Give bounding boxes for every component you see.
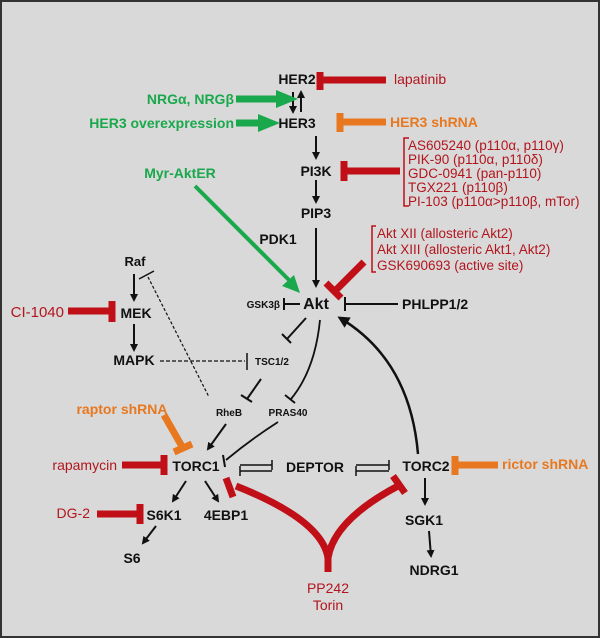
node-torc1: TORC1 bbox=[172, 458, 219, 474]
label-her3-shrna: HER3 shRNA bbox=[390, 114, 478, 130]
inhibit-pras40-torc1 bbox=[222, 421, 279, 468]
node-deptor: DEPTOR bbox=[286, 459, 344, 475]
arrow-myr-akter bbox=[193, 184, 300, 293]
pi3k-inhibitor-item: PIK-90 (p110α, p110δ) bbox=[408, 152, 543, 167]
label-pp242: PP242 bbox=[307, 580, 349, 596]
node-s6: S6 bbox=[123, 550, 140, 566]
arrow-her3-overexpression bbox=[236, 114, 280, 132]
inhibit-tsc-rheb bbox=[240, 378, 262, 403]
label-rapamycin: rapamycin bbox=[52, 457, 117, 473]
akt-inhibitor-list: Akt XII (allosteric Akt2) Akt XIII (allo… bbox=[377, 226, 550, 273]
node-tsc: TSC1/2 bbox=[255, 357, 289, 368]
inhibitor-her3-shrna bbox=[336, 113, 386, 132]
akt-inhibitor-item: Akt XIII (allosteric Akt1, Akt2) bbox=[377, 242, 550, 257]
inhibitor-pp242-torin bbox=[222, 473, 408, 572]
pi3k-inhibitor-item: GDC-0941 (pan-p110) bbox=[408, 166, 541, 181]
inhibitor-rictor-shrna bbox=[451, 456, 498, 475]
inhibit-deptor-torc2 bbox=[355, 460, 390, 476]
node-pip3: PIP3 bbox=[301, 205, 332, 221]
node-rheb: RheB bbox=[216, 408, 242, 419]
label-myr-akter: Myr-AktER bbox=[144, 165, 216, 181]
inhibit-phlpp-akt bbox=[344, 297, 398, 311]
inhibitor-pi3k bbox=[340, 161, 400, 181]
node-akt: Akt bbox=[303, 296, 329, 313]
inhibit-torc1-deptor bbox=[239, 460, 273, 476]
pi3k-inhibitor-item: TGX221 (p110β) bbox=[408, 180, 508, 195]
arrow-nrg bbox=[236, 90, 298, 108]
node-pdk1: PDK1 bbox=[259, 231, 297, 247]
node-her3: HER3 bbox=[278, 115, 316, 131]
arrow-torc1-4ebp1 bbox=[204, 480, 220, 503]
bracket-akt-list bbox=[371, 225, 376, 273]
node-her2: HER2 bbox=[278, 71, 316, 87]
node-torc2: TORC2 bbox=[402, 458, 449, 474]
node-mapk: MAPK bbox=[113, 352, 154, 368]
label-ci1040: CI-1040 bbox=[11, 304, 64, 321]
label-dg2: DG-2 bbox=[57, 505, 91, 521]
node-pras40: PRAS40 bbox=[269, 408, 308, 419]
node-sgk1: SGK1 bbox=[405, 512, 443, 528]
inhibit-mapk-tsc bbox=[160, 353, 248, 370]
inhibitor-raptor-shrna bbox=[160, 413, 194, 456]
inhibitor-akt bbox=[323, 259, 367, 301]
pi3k-inhibitor-list: AS605240 (p110α, p110γ) PIK-90 (p110α, p… bbox=[408, 138, 580, 209]
inhibit-rheb-raf bbox=[138, 270, 210, 398]
node-mek: MEK bbox=[120, 305, 151, 321]
arrow-torc2-akt bbox=[337, 316, 420, 455]
pi3k-inhibitor-item: AS605240 (p110α, p110γ) bbox=[408, 138, 564, 153]
inhibit-akt-pras40 bbox=[284, 319, 321, 404]
bracket-pi3k-list bbox=[403, 137, 409, 207]
inhibitor-rapamycin bbox=[122, 455, 168, 475]
inhibitor-lapatinib bbox=[316, 72, 386, 90]
akt-inhibitor-item: GSK690693 (active site) bbox=[377, 258, 523, 273]
label-torin: Torin bbox=[313, 597, 343, 613]
node-ndrg1: NDRG1 bbox=[409, 562, 458, 578]
label-her3-overexpression: HER3 overexpression bbox=[89, 115, 234, 131]
inhibitor-dg2 bbox=[97, 504, 144, 524]
label-raptor-shrna: raptor shRNA bbox=[76, 401, 167, 417]
label-nrg: NRGα, NRGβ bbox=[147, 91, 235, 107]
inhibit-akt-gsk3b bbox=[283, 298, 300, 310]
inhibit-akt-tsc bbox=[281, 317, 307, 344]
label-lapatinib: lapatinib bbox=[394, 71, 446, 87]
node-4ebp1: 4EBP1 bbox=[204, 507, 249, 523]
arrow-sgk1-ndrg1 bbox=[426, 530, 435, 558]
arrow-rheb-torc1 bbox=[206, 423, 227, 451]
pi3k-inhibitor-item: PI-103 (p110α>p110β, mTor) bbox=[408, 194, 580, 209]
node-gsk3b: GSK3β bbox=[247, 300, 280, 311]
node-pi3k: PI3K bbox=[300, 163, 331, 179]
node-s6k1: S6K1 bbox=[146, 507, 181, 523]
inhibitor-ci1040 bbox=[68, 301, 116, 322]
node-phlpp: PHLPP1/2 bbox=[402, 296, 468, 312]
node-raf: Raf bbox=[125, 254, 147, 269]
arrow-torc1-s6k1 bbox=[171, 480, 187, 503]
akt-inhibitor-item: Akt XII (allosteric Akt2) bbox=[377, 226, 513, 241]
arrow-s6k1-s6 bbox=[141, 525, 157, 545]
label-rictor-shrna: rictor shRNA bbox=[502, 456, 588, 472]
